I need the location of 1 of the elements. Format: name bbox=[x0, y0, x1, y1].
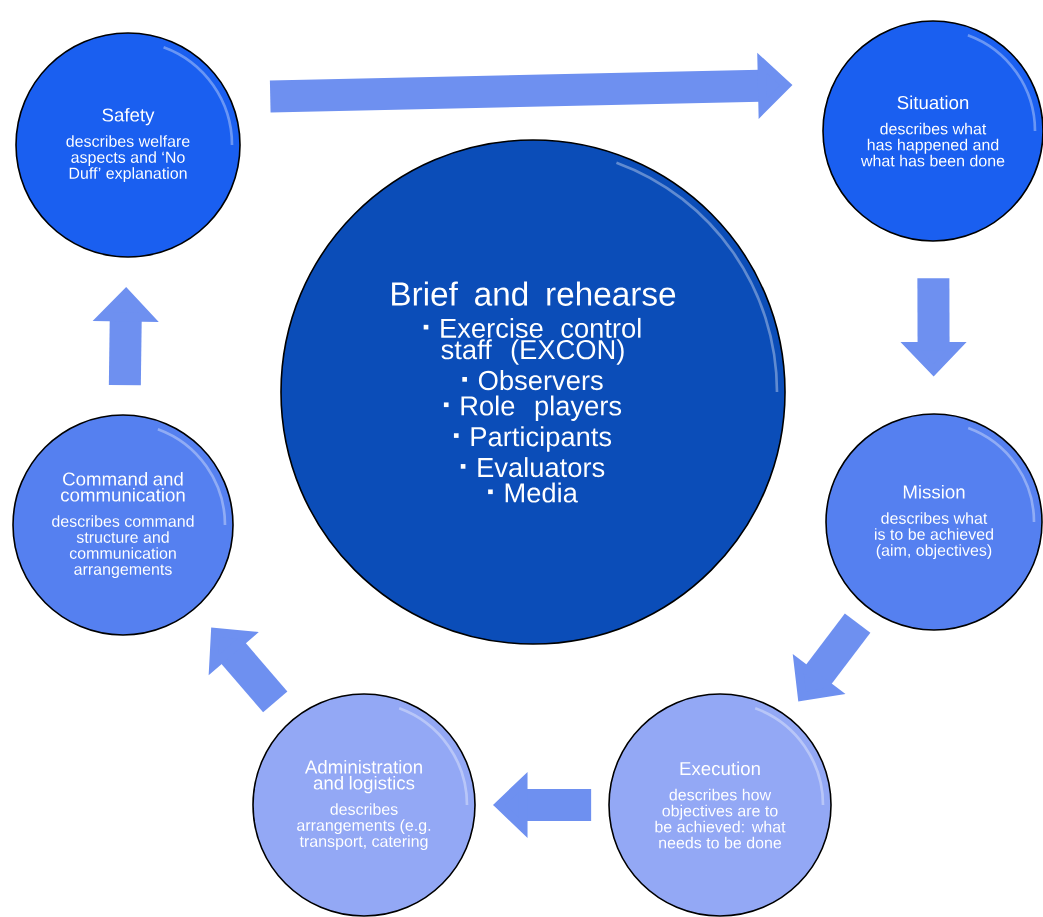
block-arrow bbox=[208, 627, 288, 713]
